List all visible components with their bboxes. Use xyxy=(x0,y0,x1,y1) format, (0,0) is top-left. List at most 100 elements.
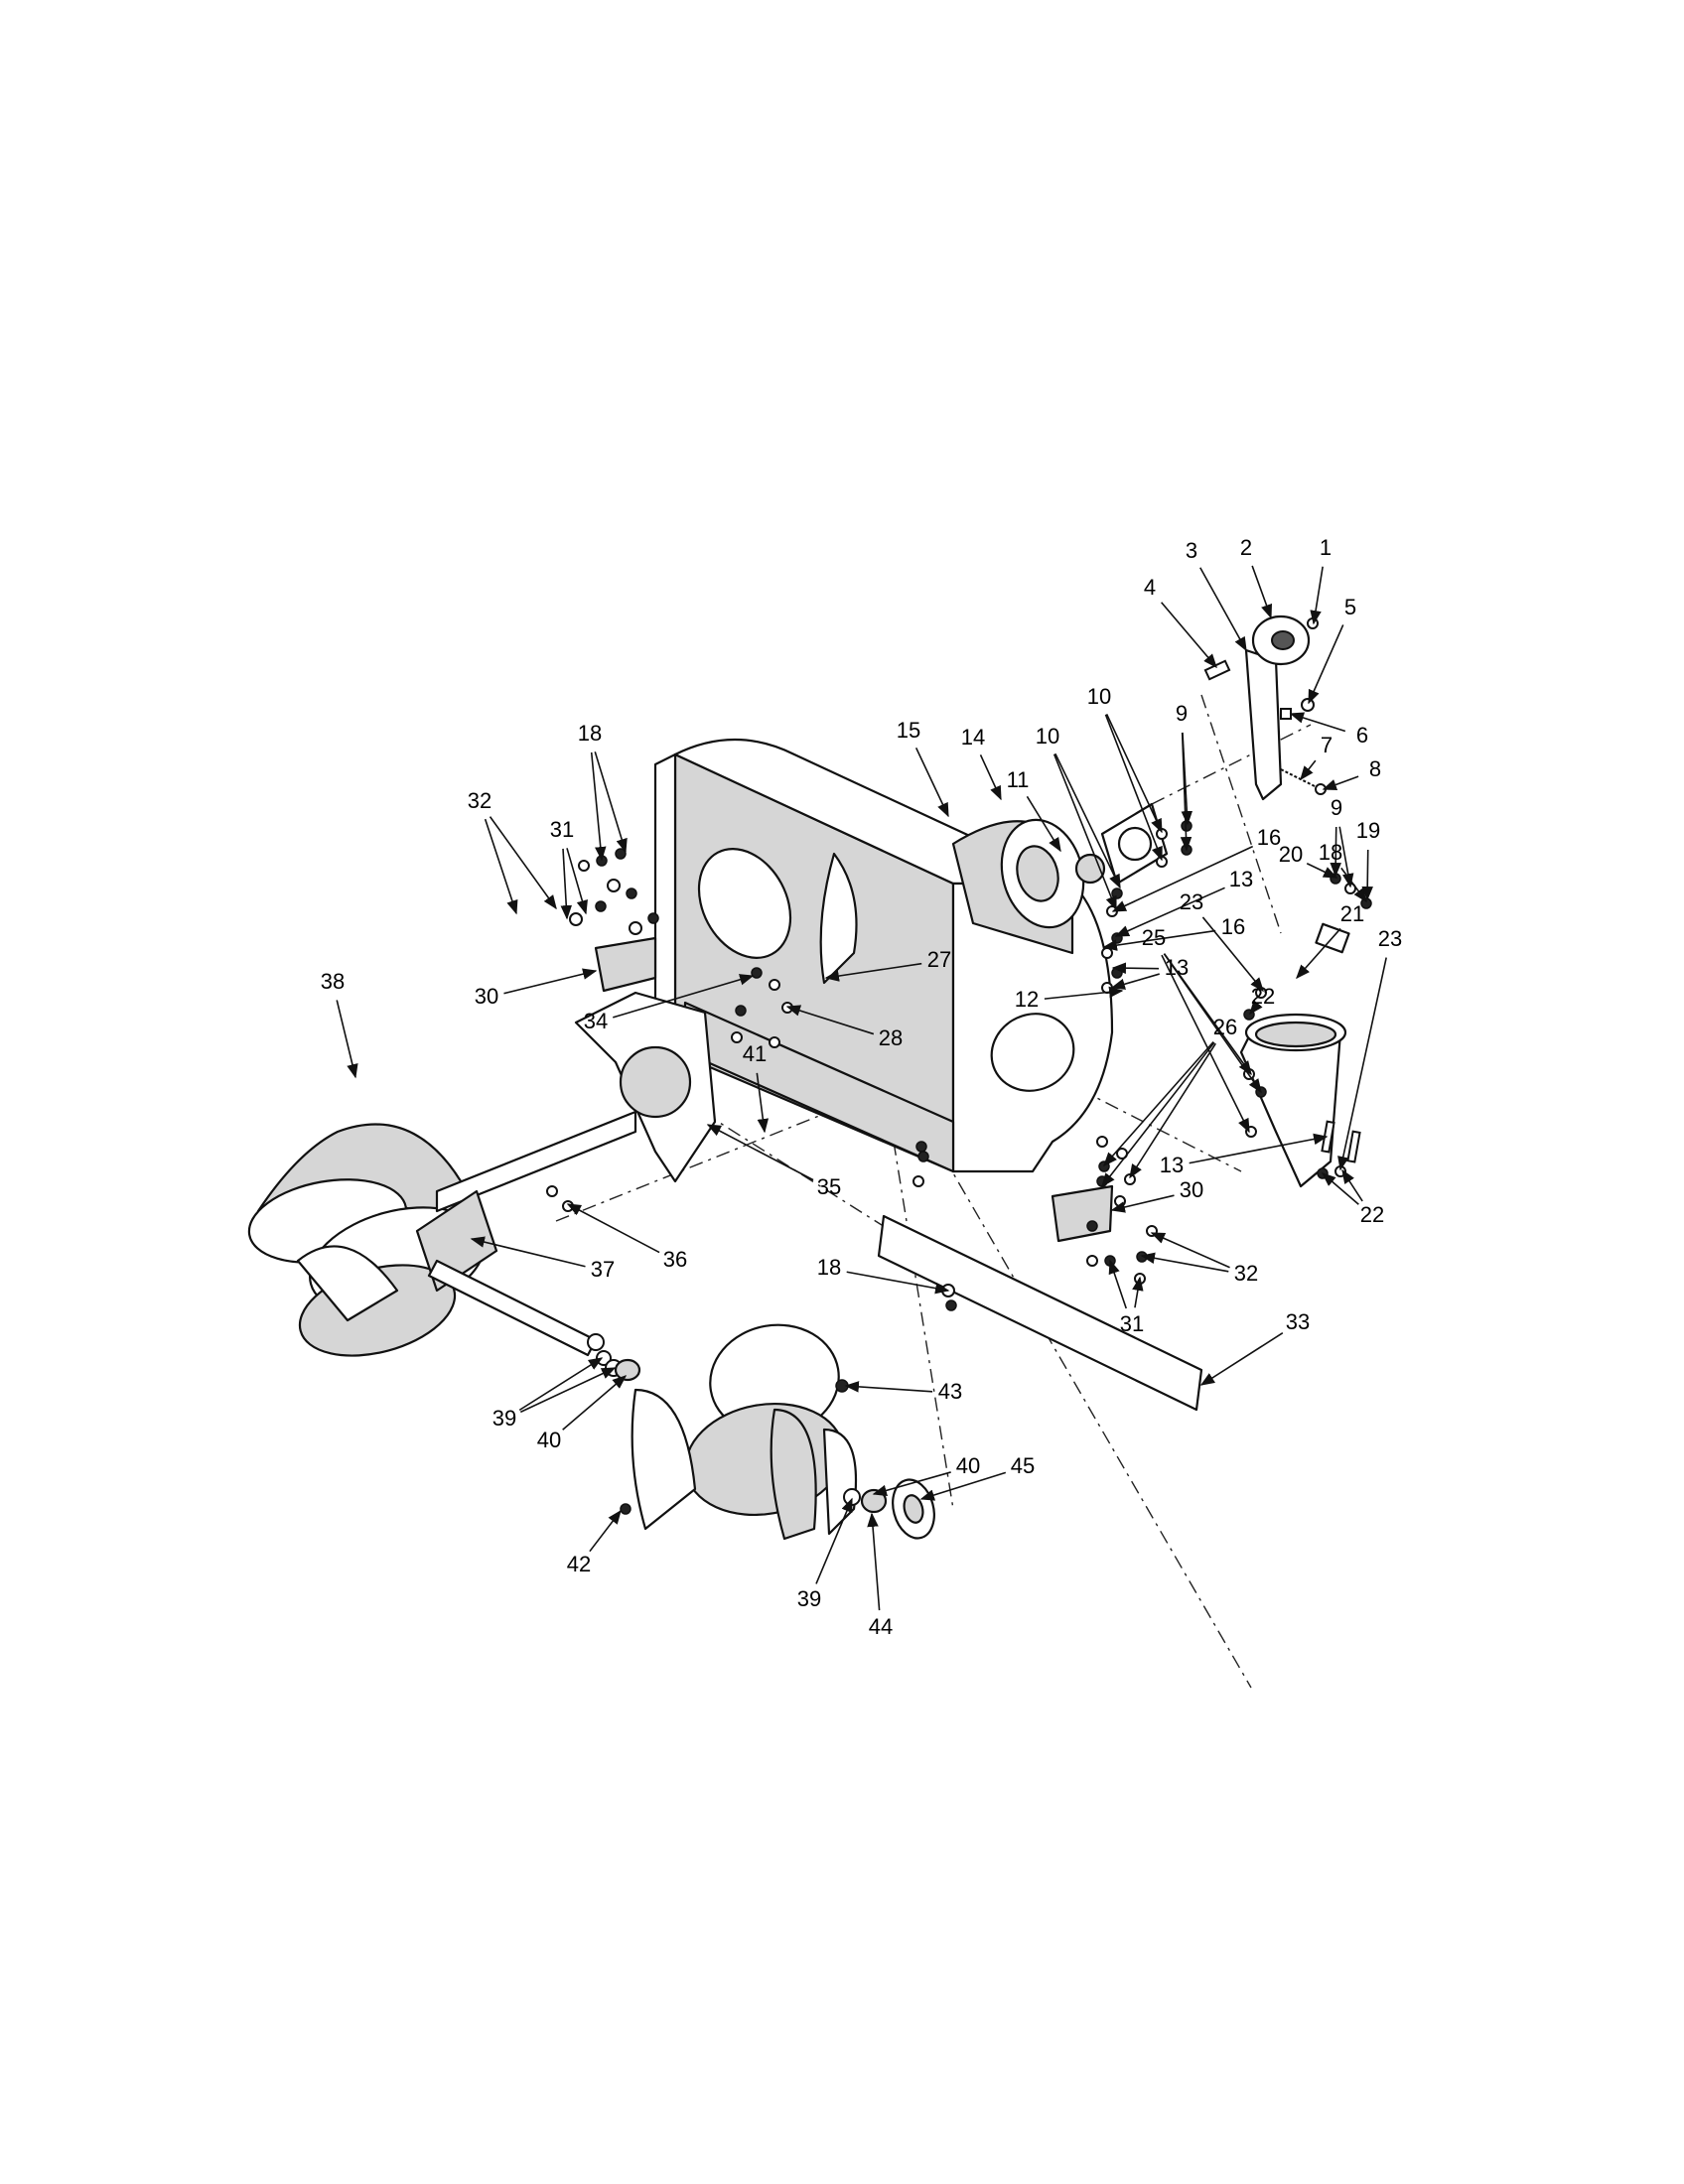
callout-12: 12 xyxy=(1015,986,1124,1012)
callout-leader xyxy=(1337,957,1387,1171)
callout-leader xyxy=(1289,712,1346,733)
callout-leader xyxy=(1341,1168,1363,1202)
callout-16: 16 xyxy=(1102,914,1245,951)
callout-15: 15 xyxy=(897,718,949,818)
callout-leader xyxy=(589,1509,622,1553)
callout-7: 7 xyxy=(1300,733,1333,781)
callout-42: 42 xyxy=(567,1509,622,1576)
callout-leader xyxy=(489,816,557,910)
callout-leader xyxy=(1300,759,1317,781)
callout-number: 2 xyxy=(1240,535,1252,560)
callout-number: 27 xyxy=(927,947,951,972)
callout-leader xyxy=(1199,1332,1284,1386)
callout-39: 39 xyxy=(797,1497,853,1611)
callout-leader xyxy=(1044,986,1124,1000)
callout-leader xyxy=(1199,567,1247,652)
callout-number: 14 xyxy=(961,725,985,750)
callout-4: 4 xyxy=(1144,575,1217,669)
callout-leader xyxy=(1102,929,1216,951)
callout-leader xyxy=(1132,1276,1144,1308)
callout-number: 4 xyxy=(1144,575,1156,600)
callout-leader xyxy=(1180,732,1193,852)
callout-leader xyxy=(1026,795,1061,853)
callout-number: 13 xyxy=(1160,1153,1184,1177)
callout-leader xyxy=(470,1236,586,1268)
callout-leader xyxy=(1110,1194,1175,1213)
bearing-stack-right xyxy=(843,1478,935,1540)
callout-number: 15 xyxy=(897,718,920,743)
callout-leader xyxy=(1108,1259,1127,1309)
callout-leader xyxy=(815,1497,853,1584)
callout-number: 22 xyxy=(1360,1202,1384,1227)
auger-right xyxy=(631,1323,858,1541)
callout-leader xyxy=(590,751,607,862)
auger-housing xyxy=(653,738,1114,1173)
callout-leader xyxy=(1114,887,1225,937)
callout-22: 22 xyxy=(1321,1168,1384,1227)
callout-leader xyxy=(706,1124,814,1181)
callout-18: 18 xyxy=(578,721,628,862)
callout-leader xyxy=(560,848,573,920)
callout-number: 45 xyxy=(1011,1453,1035,1478)
callout-number: 6 xyxy=(1356,723,1368,748)
callout-number: 9 xyxy=(1176,701,1188,726)
callout-10: 10 xyxy=(1087,684,1163,862)
callout-leader xyxy=(1052,753,1117,911)
callout-leader xyxy=(613,974,755,1019)
callout-number: 18 xyxy=(817,1255,841,1280)
callout-number: 18 xyxy=(1319,840,1342,865)
callout-leader xyxy=(844,1381,933,1393)
callout-43: 43 xyxy=(844,1379,962,1404)
callout-number: 28 xyxy=(879,1025,903,1050)
callout-number: 22 xyxy=(1251,984,1275,1009)
callout-number: 32 xyxy=(468,788,491,813)
callout-number: 18 xyxy=(578,721,602,746)
callout-leader xyxy=(824,962,922,982)
callout-31: 31 xyxy=(550,817,588,920)
callout-13: 13 xyxy=(1160,1133,1329,1177)
callout-leader xyxy=(1321,1172,1359,1205)
callout-number: 16 xyxy=(1257,825,1281,850)
callout-number: 40 xyxy=(537,1428,561,1452)
callout-40: 40 xyxy=(537,1375,628,1452)
callout-leader xyxy=(1340,867,1367,903)
callout-number: 7 xyxy=(1321,733,1333,757)
callout-30: 30 xyxy=(1110,1177,1203,1213)
callout-leader xyxy=(914,747,949,818)
callout-leader xyxy=(1105,713,1163,834)
callout-number: 42 xyxy=(567,1552,591,1576)
callout-number: 37 xyxy=(591,1257,615,1282)
callout-number: 40 xyxy=(956,1453,980,1478)
callout-35: 35 xyxy=(706,1124,841,1199)
callout-leader xyxy=(1310,566,1324,625)
callout-number: 39 xyxy=(797,1586,821,1611)
callout-leader xyxy=(594,751,628,854)
callout-21: 21 xyxy=(1296,901,1364,980)
callout-number: 31 xyxy=(1120,1311,1144,1336)
callout-number: 35 xyxy=(817,1174,841,1199)
callout-number: 30 xyxy=(475,984,498,1009)
callout-leader xyxy=(336,1000,358,1079)
callout-leader xyxy=(1111,845,1254,912)
callout-23: 23 xyxy=(1180,889,1264,993)
callout-13: 13 xyxy=(1114,867,1253,937)
callout-41: 41 xyxy=(743,1041,770,1134)
callout-31: 31 xyxy=(1108,1259,1144,1336)
callout-leader xyxy=(1161,602,1217,669)
callout-leader xyxy=(519,1367,617,1414)
callout-leader xyxy=(1296,927,1341,980)
callout-leader xyxy=(562,1375,628,1431)
callout-23: 23 xyxy=(1337,926,1402,1171)
callout-number: 12 xyxy=(1015,987,1039,1012)
bearing-stack-left xyxy=(596,1350,641,1382)
impeller-housing xyxy=(951,818,1085,955)
callout-number: 10 xyxy=(1087,684,1111,709)
callout-labels: 1234567899101011121313131415161618181819… xyxy=(321,535,1402,1639)
callout-number: 10 xyxy=(1036,724,1059,749)
callout-number: 9 xyxy=(1331,795,1342,820)
callout-leader xyxy=(1163,953,1262,1094)
callout-number: 36 xyxy=(663,1247,687,1272)
callout-26: 26 xyxy=(1101,1015,1237,1188)
callout-number: 8 xyxy=(1369,756,1381,781)
callout-5: 5 xyxy=(1308,595,1356,705)
